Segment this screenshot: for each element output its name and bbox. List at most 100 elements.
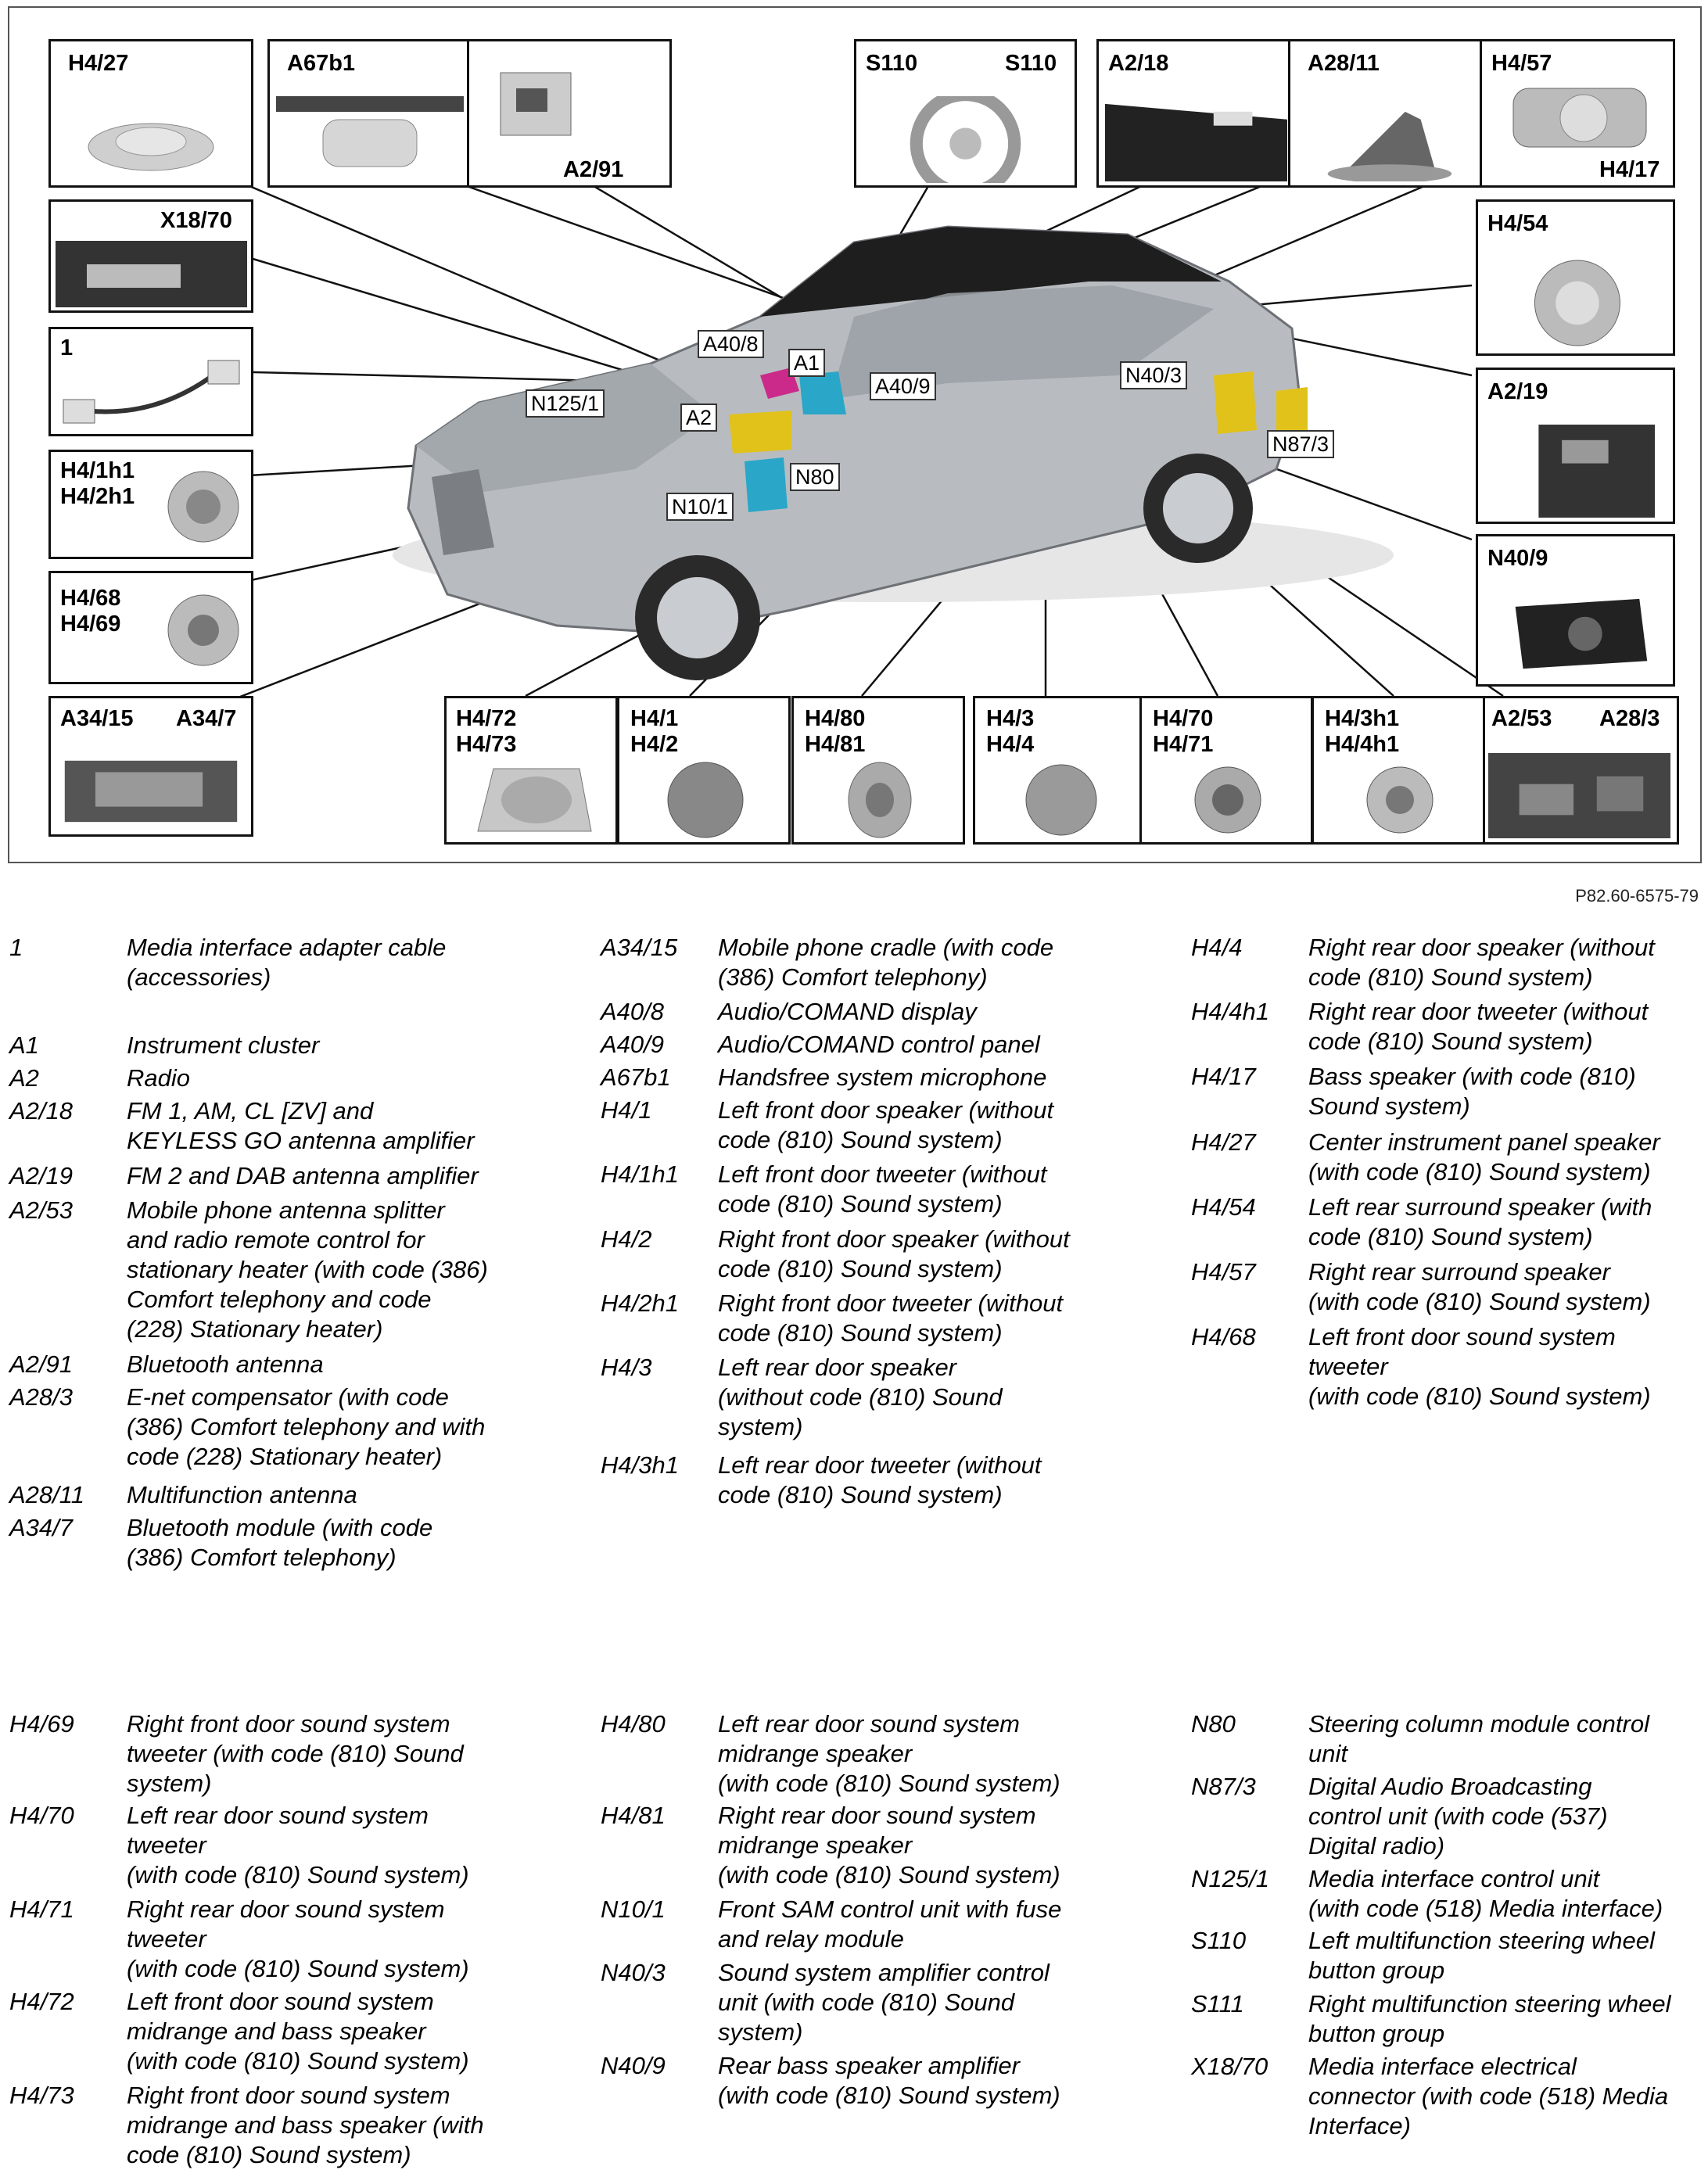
legend-code: S110 [1191,1927,1247,1954]
legend-code: N10/1 [601,1895,666,1923]
box-h4-1: H4/1 H4/2 [617,696,791,845]
legend-description: Bluetooth antenna [127,1350,324,1378]
legend-description: Multifunction antenna [127,1481,357,1508]
label-h4-54: H4/54 [1487,211,1548,236]
box-h4-3: H4/3 H4/4 [973,696,1146,845]
legend-description: Right front door sound system tweeter (w… [127,1710,464,1797]
midrange-bass-speaker-icon [477,768,592,832]
legend-description: Left rear surround speaker (with code (8… [1308,1193,1652,1250]
legend-description: Mobile phone antenna splitter and radio … [127,1196,488,1343]
label-h4-17: H4/17 [1599,157,1660,182]
box-h4-72: H4/72 H4/73 [444,696,618,845]
legend-description: Left rear door sound system tweeter (wit… [127,1802,469,1888]
phone-cradle-icon [64,760,238,823]
legend-code: 1 [9,934,23,961]
legend-description: FM 2 and DAB antenna amplifier [127,1162,479,1189]
legend-description: Radio [127,1064,190,1092]
speaker-icon [88,123,214,171]
tweeter-icon [1366,766,1434,834]
legend-code: H4/71 [9,1895,74,1923]
legend-code: A34/7 [9,1514,74,1541]
legend-description: Left front door speaker (without code (8… [718,1096,1054,1153]
legend-description: Steering column module control unit [1308,1710,1649,1767]
car-label-n87-3: N87/3 [1267,430,1335,458]
box-a2-19: A2/19 [1476,368,1675,524]
legend-code: H4/2 [601,1225,652,1253]
legend-description: Media interface control unit (with code … [1308,1865,1663,1922]
legend-code: N125/1 [1191,1865,1269,1892]
legend-code: A2/18 [9,1097,74,1124]
label-1: 1 [60,335,74,360]
legend-code: H4/27 [1191,1128,1256,1156]
legend-description: Right rear door sound system tweeter (wi… [127,1895,469,1982]
tweeter-icon [1194,766,1261,834]
antenna-amplifier-icon [1538,425,1656,518]
legend-code: H4/4 [1191,934,1243,961]
box-a2-91: A2/91 [467,39,672,188]
car-label-a2: A2 [680,403,718,432]
label-h4-3h1: H4/3h1 H4/4h1 [1325,706,1400,757]
antenna-amplifier-icon [1105,103,1287,182]
box-h4-54: H4/54 [1476,199,1675,356]
label-a2-53: A2/53 [1491,706,1552,731]
label-h4-3: H4/3 H4/4 [986,706,1035,757]
antenna-module-icon [500,72,572,136]
legend-description: Right rear door sound system midrange sp… [718,1802,1060,1888]
legend-description: E-net compensator (with code (386) Comfo… [127,1383,486,1470]
label-a34-7: A34/7 [176,706,237,731]
label-s110-right: S110 [1005,51,1057,76]
tweeter-icon [167,594,239,666]
label-h4-57: H4/57 [1491,51,1552,76]
legend-description: Media interface electrical connector (wi… [1308,2053,1669,2139]
label-h4-72: H4/72 H4/73 [456,706,517,757]
legend-code: H4/72 [9,1988,74,2015]
legend-code: S111 [1191,1990,1244,2017]
component-location-diagram: H4/27 A67b1 A2/91 S110 S110 A2/18 A28/11… [8,6,1702,863]
legend-code: H4/69 [9,1710,74,1738]
box-a67b1: A67b1 [267,39,472,188]
legend-code: A28/3 [9,1383,74,1411]
legend-description: Center instrument panel speaker (with co… [1308,1128,1660,1185]
tweeter-icon [167,471,239,543]
legend-description: Right front door tweeter (without code (… [718,1289,1064,1347]
connector-icon [56,241,247,307]
legend-code: H4/73 [9,2082,74,2109]
box-a2-18: A2/18 [1096,39,1296,188]
legend-description: Right front door sound system midrange a… [127,2082,484,2168]
legend-code: N40/9 [601,2052,666,2079]
surround-speaker-icon [1534,260,1620,346]
box-h4-27: H4/27 [48,39,253,188]
label-a2-19: A2/19 [1487,379,1548,404]
box-h4-70: H4/70 H4/71 [1139,696,1313,845]
car-label-n40-3: N40/3 [1120,361,1188,389]
car-label-n125-1: N125/1 [526,389,605,418]
legend-description: Instrument cluster [127,1031,320,1059]
label-h4-27: H4/27 [68,51,129,76]
legend-code: N40/3 [601,1959,666,1986]
legend-code: H4/1 [601,1096,652,1124]
legend-description: Right rear surround speaker (with code (… [1308,1258,1651,1315]
door-speaker-icon [667,762,744,838]
legend-description: Left front door sound system tweeter (wi… [1308,1323,1651,1410]
legend-code: H4/68 [1191,1323,1256,1350]
legend-code: A40/9 [601,1031,665,1058]
legend-code: H4/1h1 [601,1160,679,1188]
label-a28-11: A28/11 [1308,51,1380,76]
legend-code: H4/80 [601,1710,666,1738]
legend-description: Media interface adapter cable (accessori… [127,934,447,991]
legend-code: A40/8 [601,998,665,1025]
legend-code: N87/3 [1191,1773,1256,1800]
legend-code: A28/11 [9,1481,84,1508]
legend-description: Left rear door speaker (without code (81… [718,1354,1003,1440]
legend-code: H4/17 [1191,1063,1256,1090]
legend-description: Front SAM control unit with fuse and rel… [718,1895,1062,1953]
car-label-a1: A1 [788,349,826,377]
legend-code: H4/70 [9,1802,74,1829]
box-x18-70: X18/70 [48,199,253,313]
legend-description: Bluetooth module (with code (386) Comfor… [127,1514,433,1571]
box-a28-11: A28/11 [1288,39,1487,188]
door-speaker-icon [1025,764,1097,836]
label-s110-left: S110 [866,51,918,76]
box-h4-68: H4/68 H4/69 [48,571,253,684]
label-h4-1: H4/1 H4/2 [630,706,679,757]
